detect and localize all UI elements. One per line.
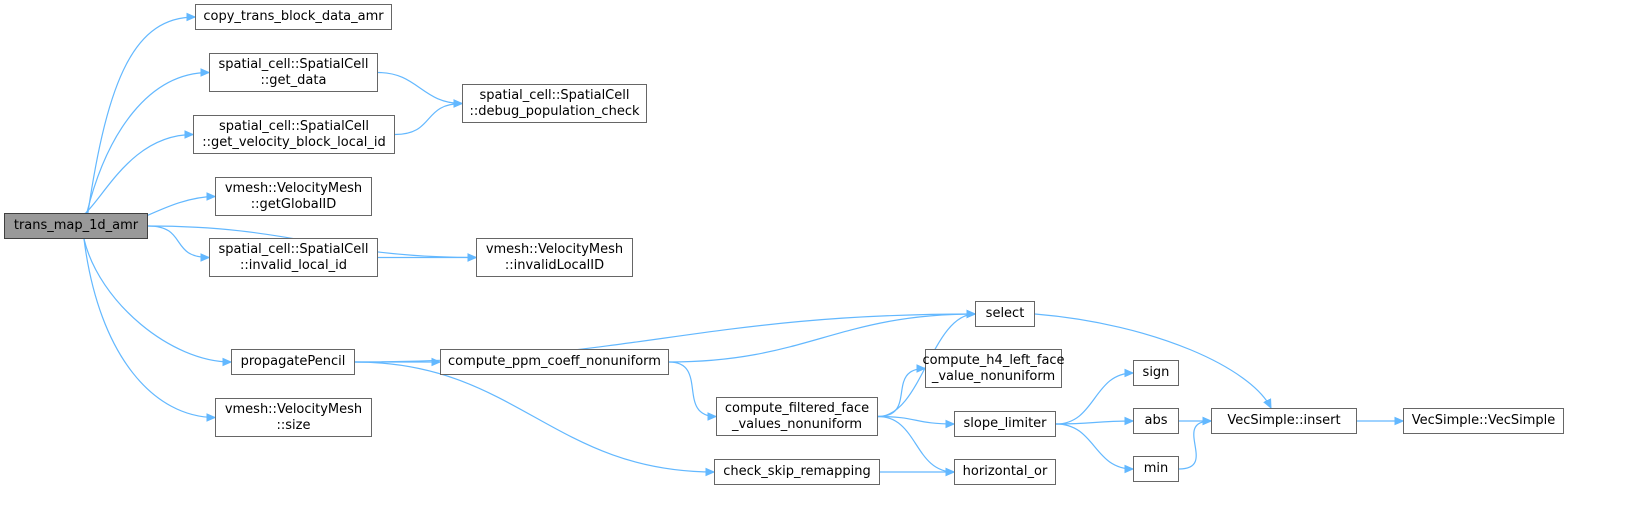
node-abs[interactable]: abs xyxy=(1133,408,1179,434)
edge-slope-limiter-to-abs xyxy=(1055,421,1133,424)
edge-trans-map-1d-amr-to-get-velocity-block-local-id xyxy=(85,135,193,214)
node-label: compute_filtered_face xyxy=(724,400,870,416)
node-label: slope_limiter xyxy=(963,416,1047,431)
edge-compute-filtered-face-values-nonuniform-to-slope-limiter xyxy=(877,415,954,425)
edge-trans-map-1d-amr-to-get-data xyxy=(86,73,209,214)
edge-compute-filtered-face-values-nonuniform-to-horizontal-or xyxy=(877,415,954,473)
edge-trans-map-1d-amr-to-invalid-local-id xyxy=(147,225,209,258)
node-vec-simple-insert[interactable]: VecSimple::insert xyxy=(1211,408,1357,434)
node-compute-ppm-coeff-nonuniform[interactable]: compute_ppm_coeff_nonuniform xyxy=(440,349,669,375)
node-label: trans_map_1d_amr xyxy=(13,218,139,233)
node-invalid-local-id[interactable]: spatial_cell::SpatialCell::invalid_local… xyxy=(209,238,378,277)
node-label: _value_nonuniform xyxy=(931,368,1056,384)
edge-compute-filtered-face-values-nonuniform-to-compute-h4-left-face-value-nonuniform xyxy=(877,369,925,418)
node-label: spatial_cell::SpatialCell xyxy=(218,56,369,72)
node-slope-limiter[interactable]: slope_limiter xyxy=(954,411,1056,437)
node-label: spatial_cell::SpatialCell xyxy=(218,241,369,257)
edge-compute-ppm-coeff-nonuniform-to-select xyxy=(668,314,975,363)
node-horizontal-or[interactable]: horizontal_or xyxy=(954,459,1056,485)
node-label: ::invalid_local_id xyxy=(240,257,347,273)
node-label: min xyxy=(1143,461,1169,476)
edge-select-to-vec-simple-insert xyxy=(1034,313,1272,408)
node-label: ::getGlobalID xyxy=(250,196,337,212)
edge-slope-limiter-to-min xyxy=(1055,423,1133,469)
node-get-data[interactable]: spatial_cell::SpatialCell::get_data xyxy=(209,53,378,92)
edge-get-velocity-block-local-id-to-debug-population-check xyxy=(394,104,462,136)
edge-trans-map-1d-amr-to-propagate-pencil xyxy=(83,238,231,362)
node-compute-h4-left-face-value-nonuniform[interactable]: compute_h4_left_face_value_nonuniform xyxy=(922,349,1065,388)
node-label: vmesh::VelocityMesh xyxy=(485,241,624,257)
node-label: ::get_data xyxy=(260,72,327,88)
node-label: horizontal_or xyxy=(962,464,1048,479)
node-label: ::size xyxy=(276,417,311,433)
node-label: compute_h4_left_face xyxy=(922,352,1065,368)
node-label: compute_ppm_coeff_nonuniform xyxy=(448,354,661,369)
edge-trans-map-1d-amr-to-copy-trans-block-data-amr xyxy=(87,17,195,214)
node-label: spatial_cell::SpatialCell xyxy=(479,87,630,103)
node-compute-filtered-face-values-nonuniform[interactable]: compute_filtered_face_values_nonuniform xyxy=(716,397,878,436)
edge-get-data-to-debug-population-check xyxy=(377,71,462,104)
edge-min-to-vec-simple-insert xyxy=(1178,421,1211,470)
node-label: spatial_cell::SpatialCell xyxy=(219,118,369,134)
edge-trans-map-1d-amr-to-size xyxy=(83,238,215,418)
node-select[interactable]: select xyxy=(975,301,1035,327)
node-propagate-pencil[interactable]: propagatePencil xyxy=(231,349,355,375)
node-check-skip-remapping[interactable]: check_skip_remapping xyxy=(714,459,880,485)
node-label: check_skip_remapping xyxy=(723,464,871,479)
edge-propagate-pencil-to-check-skip-remapping xyxy=(354,361,714,472)
node-min[interactable]: min xyxy=(1133,456,1179,482)
node-label: vmesh::VelocityMesh xyxy=(224,401,363,417)
node-label: VecSimple::VecSimple xyxy=(1411,413,1556,428)
node-label: select xyxy=(985,306,1025,321)
node-trans-map-1d-amr: trans_map_1d_amr xyxy=(4,213,148,239)
node-vec-simple-vec-simple[interactable]: VecSimple::VecSimple xyxy=(1403,408,1564,434)
node-label: _values_nonuniform xyxy=(731,416,863,432)
node-get-global-id[interactable]: vmesh::VelocityMesh::getGlobalID xyxy=(215,177,372,216)
node-label: sign xyxy=(1142,365,1170,380)
node-sign[interactable]: sign xyxy=(1133,360,1179,386)
node-label: abs xyxy=(1144,413,1168,428)
node-invalid-local-id[interactable]: vmesh::VelocityMesh::invalidLocalID xyxy=(476,238,633,277)
node-size[interactable]: vmesh::VelocityMesh::size xyxy=(215,398,372,437)
node-label: ::invalidLocalID xyxy=(504,257,605,273)
edge-compute-ppm-coeff-nonuniform-to-compute-filtered-face-values-nonuniform xyxy=(668,361,716,417)
edge-slope-limiter-to-sign xyxy=(1055,373,1133,425)
node-label: ::get_velocity_block_local_id xyxy=(202,134,386,150)
node-label: ::debug_population_check xyxy=(469,103,640,119)
node-copy-trans-block-data-amr[interactable]: copy_trans_block_data_amr xyxy=(195,4,392,30)
node-get-velocity-block-local-id[interactable]: spatial_cell::SpatialCell::get_velocity_… xyxy=(193,115,395,154)
node-label: copy_trans_block_data_amr xyxy=(203,9,384,24)
node-label: propagatePencil xyxy=(240,354,346,369)
node-label: vmesh::VelocityMesh xyxy=(224,180,363,196)
node-debug-population-check[interactable]: spatial_cell::SpatialCell::debug_populat… xyxy=(462,84,647,123)
node-label: VecSimple::insert xyxy=(1227,413,1341,428)
